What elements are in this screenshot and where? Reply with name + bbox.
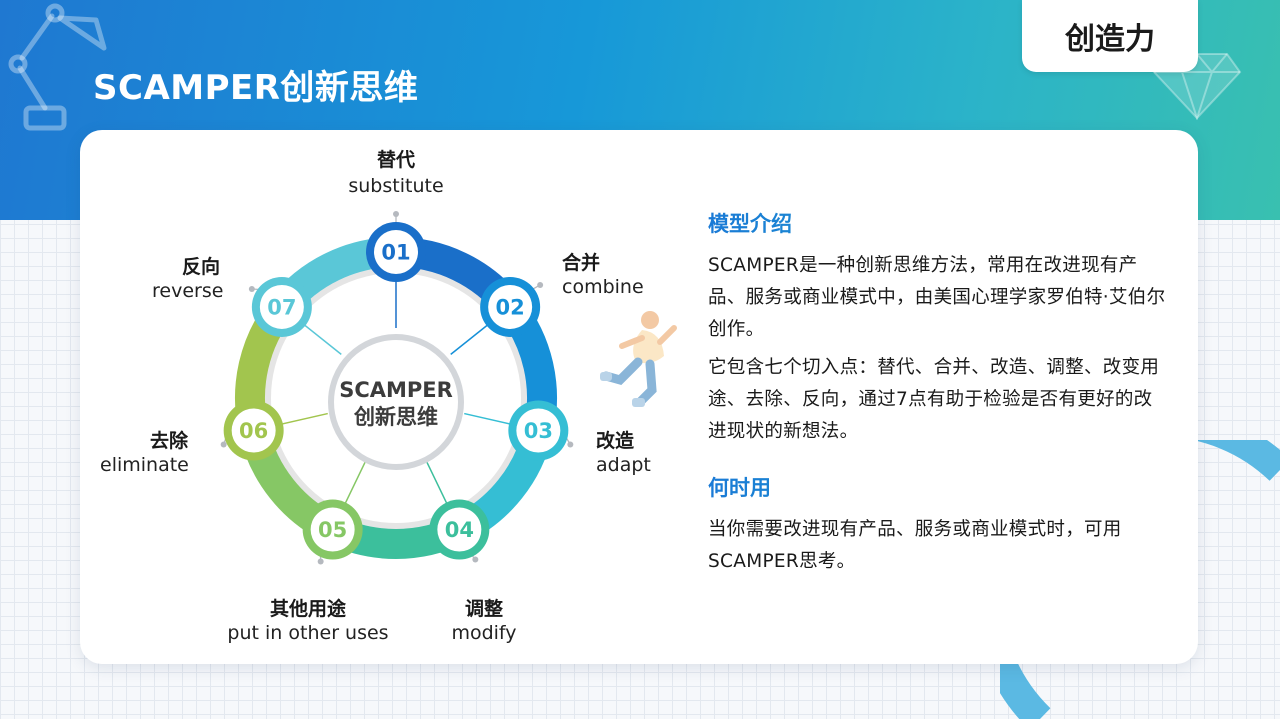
hub-subtitle: 创新思维 <box>353 405 438 429</box>
desk-lamp-icon <box>8 3 107 131</box>
step-03-sublabel: adapt <box>596 454 651 476</box>
leader-dot-02 <box>537 281 544 288</box>
step-07-label: 反向 <box>182 256 221 278</box>
step-node-face-01 <box>374 230 418 274</box>
info-panel: 模型介绍 SCAMPER是一种创新思维方法，常用在改进现有产品、服务或商业模式中… <box>708 208 1168 584</box>
step-01-label: 替代 <box>376 149 416 171</box>
step-number-01: 01 <box>381 241 410 265</box>
step-06-label: 去除 <box>150 430 189 452</box>
step-02-label: 合并 <box>562 252 601 274</box>
step-number-02: 02 <box>496 295 525 319</box>
model-intro-paragraph-2: 它包含七个切入点：替代、合并、改造、调整、改变用途、去除、反向，通过7点有助于检… <box>708 357 1160 442</box>
when-to-use-heading: 何时用 <box>708 472 1168 502</box>
step-04-label: 调整 <box>464 598 504 620</box>
step-node-face-04 <box>437 507 482 552</box>
leader-dot-03 <box>567 441 574 448</box>
hub-circle <box>328 334 464 470</box>
step-number-04: 04 <box>445 518 474 542</box>
step-node-face-05 <box>310 507 355 552</box>
step-07-sublabel: reverse <box>152 280 224 302</box>
step-node-face-06 <box>231 408 276 453</box>
step-number-06: 06 <box>239 419 268 443</box>
step-number-05: 05 <box>318 518 347 542</box>
step-05-label: 其他用途 <box>269 598 347 620</box>
category-tag-label: 创造力 <box>1065 22 1155 57</box>
leader-dot-07 <box>248 285 255 292</box>
step-node-face-07 <box>259 284 304 329</box>
step-node-face-03 <box>516 408 561 453</box>
page-title: SCAMPER创新思维 <box>93 68 419 108</box>
leader-dot-06 <box>220 441 227 448</box>
model-intro-paragraph-1: SCAMPER是一种创新思维方法，常用在改进现有产品、服务或商业模式中，由美国心… <box>708 255 1166 340</box>
step-number-07: 07 <box>267 295 296 319</box>
leader-dot-01 <box>393 211 399 217</box>
running-person-illustration <box>600 311 677 407</box>
step-02-sublabel: combine <box>562 276 644 298</box>
step-node-face-02 <box>488 284 533 329</box>
category-tag: 创造力 <box>1022 0 1198 72</box>
step-06-sublabel: eliminate <box>100 454 189 476</box>
step-05-sublabel: put in other uses <box>227 622 389 644</box>
model-intro-heading: 模型介绍 <box>708 208 1168 238</box>
step-number-03: 03 <box>524 419 553 443</box>
hub-title: SCAMPER <box>339 378 453 402</box>
step-01-sublabel: substitute <box>348 175 444 197</box>
when-to-use-paragraph: 当你需要改进现有产品、服务或商业模式时，可用SCAMPER思考。 <box>708 519 1122 572</box>
step-03-label: 改造 <box>596 430 635 452</box>
leader-dot-05 <box>317 558 324 565</box>
leader-dot-04 <box>472 556 479 563</box>
step-nodes: 01 02 03 04 05 06 07 <box>223 222 569 560</box>
step-04-sublabel: modify <box>451 622 517 644</box>
